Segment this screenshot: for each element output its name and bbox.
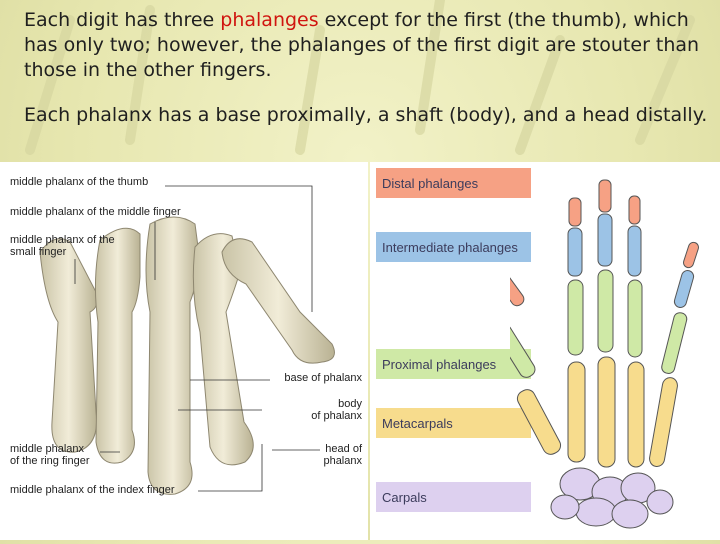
- bone-small-finger: [39, 238, 98, 453]
- label-body-of-phalanx: body of phalanx: [311, 398, 362, 422]
- proximal-phalanx-bones: [510, 269, 688, 378]
- slide-body-text: Each digit has three phalanges except fo…: [24, 8, 714, 148]
- text-run: except for the first (the thumb), which …: [24, 9, 700, 81]
- legend-carpals: Carpals: [376, 482, 531, 512]
- label-thumb: middle phalanx of the thumb: [10, 176, 149, 188]
- intermediate-phalanx-bones: [567, 213, 695, 308]
- legend-intermediate-phalanges: Intermediate phalanges: [376, 232, 531, 262]
- bone-middle-finger: [145, 216, 201, 495]
- bone-thumb: [221, 238, 335, 364]
- legend-distal-phalanges: Distal phalanges: [376, 168, 531, 198]
- label-base-of-phalanx: base of phalanx: [284, 372, 362, 384]
- label-small-finger: middle phalanx of the small finger: [10, 234, 115, 258]
- hand-skeleton-illustration: [510, 179, 699, 529]
- bone-index-finger: [192, 233, 254, 466]
- phalanx-bones-figure: middle phalanx of the thumb middle phala…: [0, 162, 368, 540]
- legend-proximal-phalanges: Proximal phalanges: [376, 349, 531, 379]
- hand-skeleton-figure: Distal phalanges Intermediate phalanges …: [370, 162, 720, 540]
- label-head-of-phalanx: head of phalanx: [323, 443, 362, 467]
- paragraph-phalanges-count: Each digit has three phalanges except fo…: [24, 8, 714, 83]
- label-ring-finger: middle phalanx of the ring finger: [10, 443, 90, 467]
- carpal-bones: [550, 467, 674, 529]
- paragraph-phalanx-parts: Each phalanx has a base proximally, a sh…: [24, 104, 708, 126]
- metacarpal-bones: [516, 356, 678, 468]
- text-run: Each digit has three: [24, 9, 221, 31]
- label-index-finger: middle phalanx of the index finger: [10, 484, 175, 496]
- distal-phalanx-bones: [510, 179, 699, 307]
- legend-metacarpals: Metacarpals: [376, 408, 531, 438]
- phalanx-bones-illustration: [39, 185, 335, 495]
- highlight-term-phalanges: phalanges: [220, 9, 319, 31]
- bone-ring-finger: [94, 227, 141, 464]
- label-middle-finger: middle phalanx of the middle finger: [10, 206, 181, 218]
